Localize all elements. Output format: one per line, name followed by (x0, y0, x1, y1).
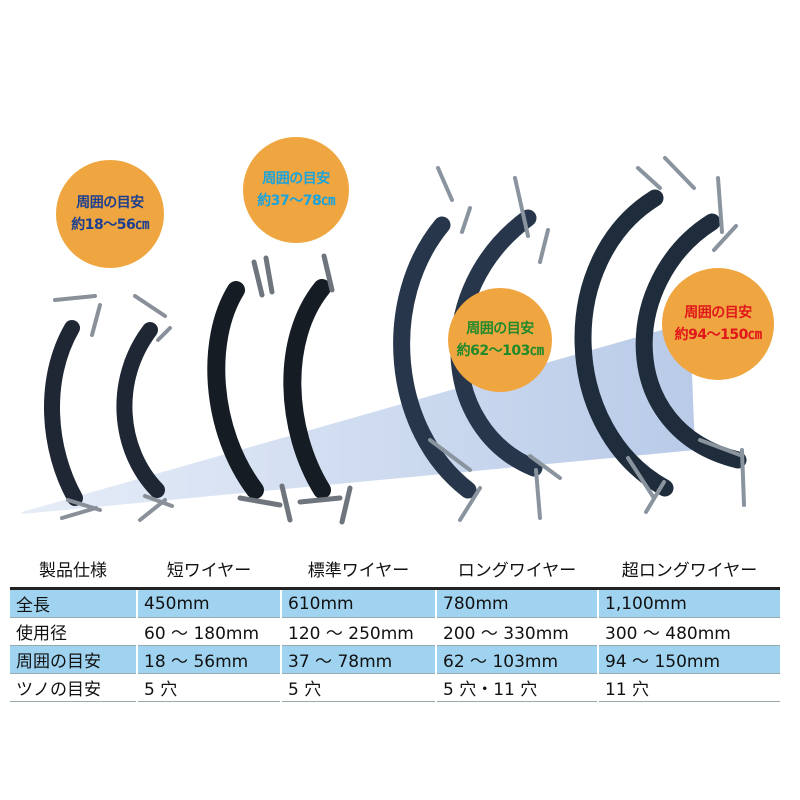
bubble-range: 約62～103㎝ (456, 343, 544, 359)
table-row: 周囲の目安 18 ～ 56mm 37 ～ 78mm 62 ～ 103mm 94 … (10, 645, 780, 674)
bubble-title: 周囲の目安 (262, 171, 330, 187)
header-short: 短ワイヤー (136, 549, 281, 590)
table-cell: 5 穴 (136, 673, 281, 702)
bubble-title: 周囲の目安 (684, 305, 752, 321)
table-cell: 610mm (280, 588, 436, 618)
spec-table: 製品仕様 短ワイヤー 標準ワイヤー ロングワイヤー 超ロングワイヤー 全長 45… (10, 549, 780, 702)
table-cell: 62 ～ 103mm (435, 645, 598, 674)
table-cell: 11 穴 (597, 673, 780, 702)
table-cell: 780mm (435, 588, 598, 618)
table-cell: 60 ～ 180mm (136, 617, 281, 646)
row-label: 周囲の目安 (10, 645, 137, 674)
table-cell: 94 ～ 150mm (597, 645, 780, 674)
table-cell: 300 ～ 480mm (597, 617, 780, 646)
spec-table-header: 製品仕様 短ワイヤー 標準ワイヤー ロングワイヤー 超ロングワイヤー (10, 549, 780, 590)
row-label: 使用径 (10, 617, 137, 646)
short-wire-pair (44, 294, 174, 522)
size-bubble-extra-long: 周囲の目安 約94～150㎝ (662, 268, 774, 380)
table-row: 使用径 60 ～ 180mm 120 ～ 250mm 200 ～ 330mm 3… (10, 617, 780, 646)
extra-long-wire-pair (574, 156, 747, 514)
bubble-range: 約37～78㎝ (257, 193, 335, 209)
product-photo (22, 156, 747, 525)
header-long: ロングワイヤー (435, 549, 598, 590)
header-extra-long: 超ロングワイヤー (597, 549, 780, 590)
table-row: ツノの目安 5 穴 5 穴 5 穴・11 穴 11 穴 (10, 673, 780, 702)
row-label: 全長 (10, 588, 137, 618)
header-standard: 標準ワイヤー (280, 549, 436, 590)
table-cell: 37 ～ 78mm (280, 645, 436, 674)
size-bubble-short: 周囲の目安 約18～56㎝ (56, 160, 164, 268)
header-spec: 製品仕様 (10, 549, 137, 590)
table-cell: 450mm (136, 588, 281, 618)
table-cell: 5 穴・11 穴 (435, 673, 598, 702)
table-cell: 200 ～ 330mm (435, 617, 598, 646)
size-bubble-long: 周囲の目安 約62～103㎝ (448, 288, 552, 392)
bubble-range: 約94～150㎝ (674, 327, 762, 343)
table-cell: 18 ～ 56mm (136, 645, 281, 674)
table-cell: 120 ～ 250mm (280, 617, 436, 646)
size-bubble-standard: 周囲の目安 約37～78㎝ (243, 137, 349, 243)
bubble-title: 周囲の目安 (76, 195, 144, 211)
table-cell: 1,100mm (597, 588, 780, 618)
bubble-title: 周囲の目安 (466, 321, 534, 337)
bubble-range: 約18～56㎝ (71, 217, 149, 233)
table-row: 全長 450mm 610mm 780mm 1,100mm (10, 588, 780, 618)
row-label: ツノの目安 (10, 673, 137, 702)
table-cell: 5 穴 (280, 673, 436, 702)
standard-wire-pair (207, 253, 353, 525)
